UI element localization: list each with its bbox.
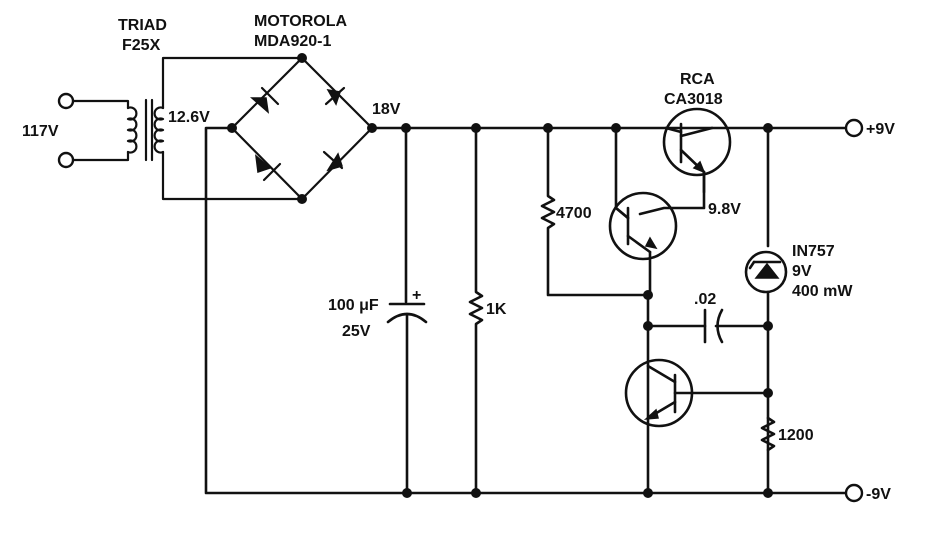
output-terminal-positive[interactable] [844, 118, 864, 138]
bridge-brand-label: MOTOROLA [254, 13, 347, 30]
capacitor-polarity-label: + [412, 287, 421, 304]
transformer [144, 56, 304, 201]
output-negative-label: -9V [866, 486, 891, 503]
load-resistor [468, 123, 484, 498]
bridge-diode-3 [255, 154, 282, 182]
regulator-brand-label: RCA [680, 71, 715, 88]
primary-winding [126, 106, 138, 154]
secondary-voltage-label: 12.6V [168, 109, 210, 126]
rectified-voltage-label: 18V [372, 101, 401, 118]
transistor-q1 [662, 107, 732, 194]
base-resistor [540, 123, 650, 297]
capacitor-voltage-label: 25V [342, 323, 371, 340]
bridge-diode-1 [250, 86, 280, 114]
load-resistor-label: 1K [486, 301, 507, 318]
secondary-winding [153, 106, 165, 154]
transformer-model-label: F25X [122, 37, 161, 54]
transistor-q2 [608, 170, 706, 297]
output-positive-label: +9V [866, 121, 895, 138]
bridge-diode-4 [322, 150, 344, 172]
zener-diode [744, 123, 788, 495]
capacitor-value-label: 100 μF [328, 297, 379, 314]
regulator-model-label: CA3018 [664, 91, 723, 108]
coupling-capacitor [643, 290, 773, 495]
zener-power-label: 400 mW [792, 283, 853, 300]
return-wire [204, 126, 848, 495]
mains-terminal-top[interactable] [57, 92, 75, 110]
base-resistor-label: 4700 [556, 205, 592, 222]
bridge-diode-2 [324, 86, 346, 106]
mains-voltage-label: 117V [22, 123, 59, 140]
emitter-voltage-label: 9.8V [708, 201, 741, 218]
output-terminal-negative[interactable] [844, 483, 864, 503]
bottom-resistor-label: 1200 [778, 427, 814, 444]
bridge-model-label: MDA920-1 [254, 33, 331, 50]
mains-terminal-bottom[interactable] [57, 151, 75, 169]
zener-voltage-label: 9V [792, 263, 812, 280]
transistor-q3 [624, 358, 773, 428]
mains-input [57, 92, 138, 169]
coupling-capacitor-label: .02 [694, 291, 716, 308]
zener-part-label: IN757 [792, 243, 835, 260]
bridge-rectifier [227, 53, 377, 204]
transformer-brand-label: TRIAD [118, 17, 167, 34]
bottom-resistor [643, 416, 776, 498]
filter-capacitor [386, 123, 428, 498]
